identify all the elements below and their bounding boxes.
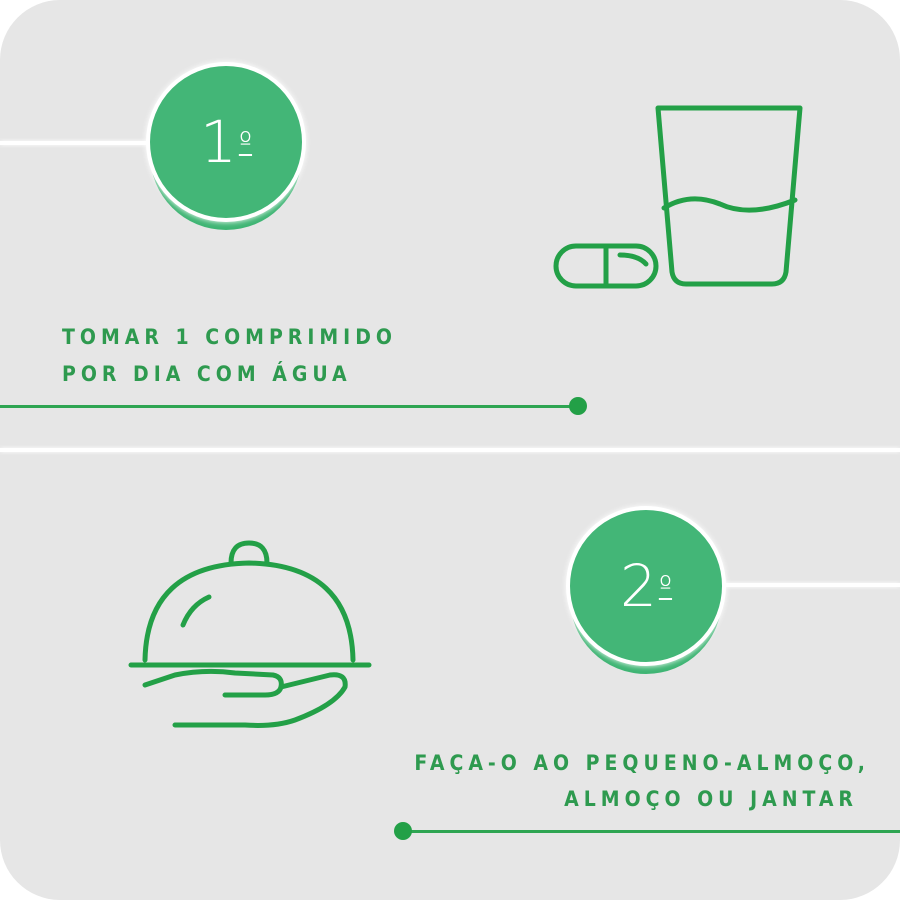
step2-ordinal: º [658,569,673,603]
connector-line [0,141,150,145]
step1-ordinal: º [238,125,253,159]
step1-dot [569,397,587,415]
step2-text-line1: FAÇA-O AO PEQUENO-ALMOÇO, [414,751,870,775]
step2-dot [394,822,412,840]
divider-line [0,448,900,452]
step2-underline [403,830,900,833]
serving-cloche-hand-icon [128,540,372,728]
step2-text-line2: ALMOÇO OU JANTAR [564,787,858,811]
step1-number: 1 [199,108,237,176]
step1-underline [0,405,578,408]
pill-and-glass-icon [553,105,803,289]
connector-line [720,583,900,587]
step1-text-line1: TOMAR 1 COMPRIMIDO [62,325,397,349]
step1-text-line2: POR DIA COM ÁGUA [62,362,352,386]
step2-number: 2 [619,552,657,620]
